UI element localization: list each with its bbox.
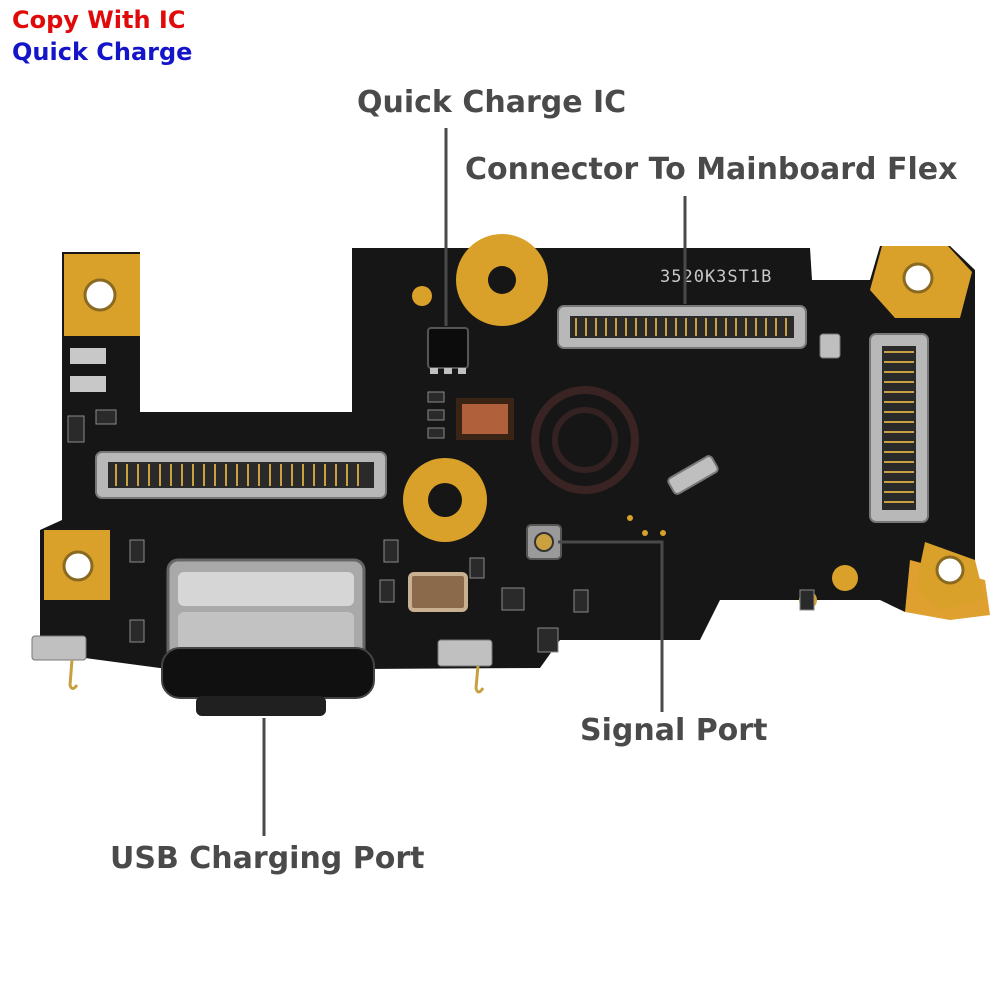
callout-quick-charge-ic: Quick Charge IC xyxy=(357,85,627,120)
quick-charge-ic-chip xyxy=(427,327,469,369)
gold-dot xyxy=(642,530,648,536)
mount-hole xyxy=(935,555,965,585)
product-tag-copy-with-ic: Copy With IC xyxy=(12,6,186,34)
antenna-spring xyxy=(819,333,841,359)
smd-component xyxy=(129,539,145,563)
smd-component xyxy=(67,415,85,443)
stamp-mark xyxy=(531,386,639,494)
spring-contact xyxy=(31,635,87,661)
smd-component xyxy=(427,409,445,421)
callout-connector-to-mainboard: Connector To Mainboard Flex xyxy=(465,152,958,187)
smd-component xyxy=(573,589,589,613)
gold-dot xyxy=(627,515,633,521)
gold-dot xyxy=(660,530,666,536)
smd-component xyxy=(383,539,399,563)
gold-dot xyxy=(832,565,858,591)
mount-hole xyxy=(62,550,94,582)
callout-usb-charging-port: USB Charging Port xyxy=(110,841,425,876)
smd-pad xyxy=(70,376,106,392)
smd-pad xyxy=(70,348,106,364)
usb-c-receptacle xyxy=(161,647,375,699)
smd-component xyxy=(379,579,395,603)
smd-component xyxy=(129,619,145,643)
gold-ring-hole xyxy=(488,266,516,294)
smd-component xyxy=(537,627,559,653)
smd-component xyxy=(427,427,445,439)
antenna-spring xyxy=(667,455,719,495)
smd-component xyxy=(799,589,815,611)
mount-hole xyxy=(83,278,117,312)
mount-hole xyxy=(902,262,934,294)
smd-component xyxy=(427,391,445,403)
callout-signal-port: Signal Port xyxy=(580,713,768,748)
spring-contact xyxy=(437,639,493,667)
product-tag-quick-charge: Quick Charge xyxy=(12,38,193,66)
gold-dot xyxy=(412,286,432,306)
silkscreen-code: 3520K3ST1B xyxy=(660,267,772,287)
smd-component xyxy=(95,409,117,425)
gold-ring-hole xyxy=(428,483,462,517)
leader-line-signal-port xyxy=(558,540,664,712)
crystal-oscillator xyxy=(408,572,468,612)
smd-component xyxy=(501,587,525,611)
smd-component xyxy=(469,557,485,579)
